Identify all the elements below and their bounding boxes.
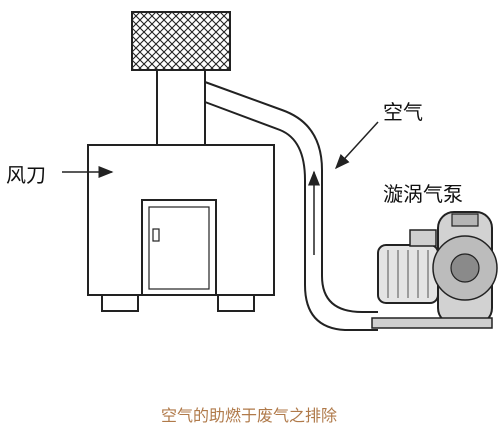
door-handle: [152, 228, 160, 242]
vortex-pump-label: 漩涡气泵: [383, 182, 463, 206]
pipe-inner-wall: [204, 101, 378, 331]
air-knife-label: 风刀: [6, 163, 46, 187]
vortex-pump: [371, 211, 498, 329]
housing-door: [141, 199, 217, 296]
pipe-outer-wall: [204, 81, 378, 313]
figure-caption: 空气的助燃于废气之排除: [160, 406, 337, 425]
housing-door-inner: [148, 206, 210, 290]
chimney: [156, 69, 206, 147]
foot-left: [101, 294, 139, 312]
air-arrow: [334, 121, 379, 170]
pump-terminal-box: [409, 229, 437, 247]
foot-right: [217, 294, 255, 312]
mesh-filter: [131, 11, 231, 71]
air-label: 空气: [383, 100, 423, 124]
pump-base: [371, 317, 493, 329]
